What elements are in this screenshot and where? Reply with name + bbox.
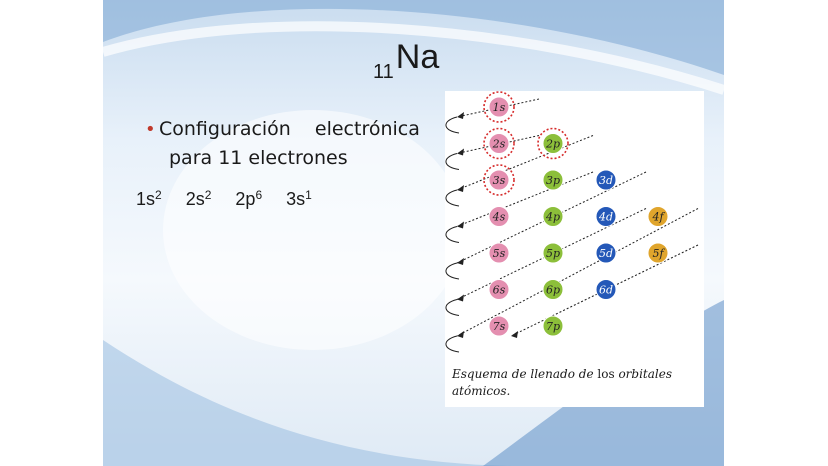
- orbital-label: 5d: [599, 247, 613, 260]
- orbital-5s: [488, 242, 510, 264]
- arrow-head-icon: [457, 221, 464, 229]
- orbital-7p: [542, 315, 564, 337]
- orbital-3d: [595, 169, 617, 191]
- orbital-highlight: [483, 127, 515, 160]
- orbital-5d: [595, 242, 617, 264]
- orbital-label: 6p: [546, 284, 560, 297]
- orbital-1s: [488, 96, 510, 118]
- orbital-label: 3s: [493, 174, 506, 187]
- element-symbol: Na: [395, 38, 440, 76]
- arrow-loop: [445, 226, 460, 243]
- orbital-3p: [542, 169, 564, 191]
- orbital-6d: [595, 279, 617, 300]
- config-term: 2p6: [235, 188, 263, 209]
- arrow-loop: [445, 299, 460, 316]
- arrow-line: [456, 171, 594, 227]
- orbital-highlight: [483, 164, 515, 196]
- electron-configuration: 1s2 2s2 2p6 3s1: [136, 188, 336, 210]
- orbital-label: 6d: [599, 284, 613, 297]
- orbital-4f: [647, 206, 669, 227]
- bullet-line-2: para 11 electrones: [169, 147, 348, 169]
- orbital-5f: [647, 242, 669, 264]
- orbital-2p: [542, 133, 564, 154]
- orbital-6p: [542, 279, 564, 300]
- orbital-label: 4s: [492, 211, 506, 224]
- arrow-loop: [445, 262, 460, 280]
- arrow-line: [456, 135, 594, 191]
- orbital-3s: [488, 169, 510, 191]
- arrow-line: [510, 244, 699, 337]
- orbital-label: 5s: [493, 247, 506, 260]
- orbital-label: 7p: [546, 320, 560, 333]
- orbital-4p: [542, 206, 564, 227]
- arrow-loop: [445, 335, 460, 353]
- orbital-filling-diagram: 1s 2s 2p 3s 3p 4s 3d 4p 5s 4d 5p 6s 4f 5d 6p 7s 5f 6d 7p E…: [445, 91, 704, 407]
- arrow-loop: [445, 189, 460, 207]
- orbital-label: 3d: [599, 174, 613, 187]
- orbital-label: 3p: [546, 174, 560, 187]
- slide: 11Na • Configuración electrónica para 11…: [103, 0, 724, 466]
- config-term: 1s2: [136, 188, 162, 209]
- config-term: 3s1: [286, 188, 312, 209]
- arrow-head-icon: [457, 185, 464, 192]
- orbital-label: 4p: [545, 211, 560, 224]
- arrow-line: [456, 208, 699, 337]
- atomic-number: 11: [373, 61, 394, 83]
- page-title: 11Na: [373, 38, 439, 84]
- orbital-4d: [595, 206, 617, 227]
- orbital-label: 2s: [492, 138, 506, 151]
- orbital-6s: [488, 279, 510, 300]
- orbital-highlight: [537, 127, 569, 160]
- orbital-4s: [488, 206, 510, 227]
- arrow-head-icon: [457, 294, 464, 302]
- orbital-label: 1s: [493, 101, 506, 114]
- arrow-loop: [445, 116, 460, 134]
- arrow-head-icon: [511, 331, 518, 338]
- diagram-canvas: 1s 2s 2p 3s 3p 4s 3d 4p 5s 4d 5p 6s 4f 5d 6p 7s 5f 6d 7p: [445, 91, 699, 353]
- bullet-line-1: Configuración electrónica: [159, 118, 420, 140]
- arrow-head-icon: [457, 258, 464, 265]
- orbital-2s: [488, 133, 510, 154]
- orbital-label: 4d: [598, 211, 613, 224]
- arrow-head-icon: [457, 148, 464, 156]
- arrow-head-icon: [457, 112, 464, 119]
- orbital-7s: [488, 315, 510, 337]
- orbital-label: 6s: [493, 284, 506, 297]
- orbital-label: 5f: [652, 247, 665, 260]
- orbital-label: 7s: [493, 320, 506, 333]
- arrow-head-icon: [457, 331, 464, 338]
- orbital-5p: [542, 242, 564, 264]
- orbital-label: 5p: [546, 247, 560, 260]
- orbital-label: 4f: [651, 211, 665, 224]
- orbital-highlight: [483, 91, 515, 123]
- orbital-label: 2p: [545, 138, 560, 151]
- bullet-dot-icon: •: [145, 119, 156, 140]
- arrow-loop: [445, 153, 460, 170]
- config-term: 2s2: [185, 188, 212, 209]
